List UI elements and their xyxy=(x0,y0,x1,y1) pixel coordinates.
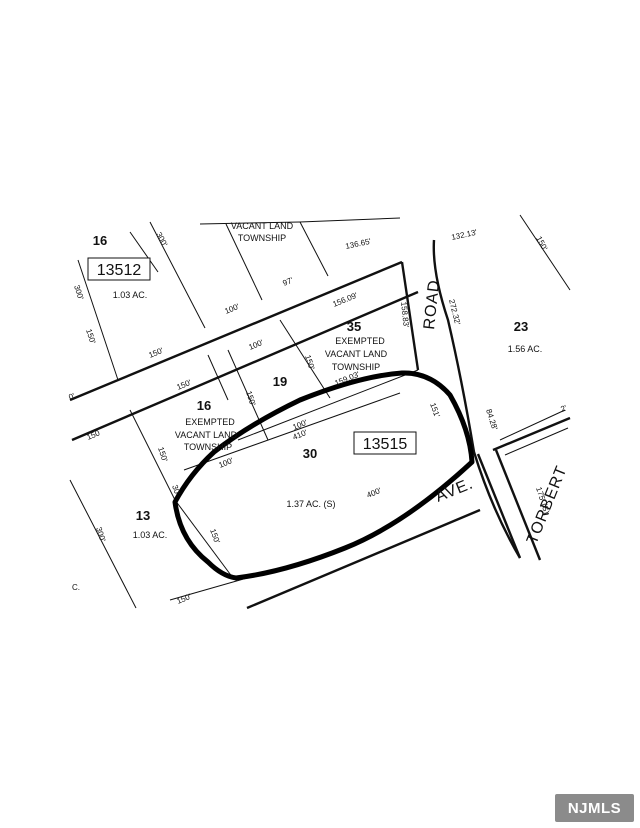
top-note: TOWNSHIP xyxy=(238,233,286,243)
road-east-curve xyxy=(432,239,522,559)
dimension-label: 300' xyxy=(154,231,169,249)
lot-number: 30 xyxy=(303,446,317,461)
lot-number: 35 xyxy=(347,319,361,334)
road-edge-north-right xyxy=(71,290,419,442)
block-13512: 13512 xyxy=(97,262,142,279)
road-label: ROAD xyxy=(421,279,443,331)
lot-note: TOWNSHIP xyxy=(332,362,380,372)
lot-acreage: 1.56 AC. xyxy=(508,344,543,354)
torbert-cross-edge xyxy=(492,416,571,452)
dimension-label: 0' xyxy=(67,391,76,402)
dimension-label: 150' xyxy=(156,446,169,463)
lot-note: TOWNSHIP xyxy=(184,442,232,452)
lot-number: 16 xyxy=(197,398,211,413)
njmls-logo: NJMLS xyxy=(555,794,634,822)
dimension-label: 2' xyxy=(559,403,568,414)
lot-line xyxy=(183,392,401,471)
ave-south-edge xyxy=(246,508,481,610)
lot-line xyxy=(149,221,206,329)
dimension-label: 400' xyxy=(365,486,383,500)
lot-line xyxy=(499,409,566,441)
lot-acreage: 1.03 AC. xyxy=(113,290,148,300)
dimension-label: 150' xyxy=(208,528,222,546)
dimension-label: 84.28' xyxy=(484,408,499,432)
lot-line xyxy=(169,577,248,601)
lot-line xyxy=(299,217,401,223)
lot-acreage: 1.37 AC. (S) xyxy=(286,499,335,509)
subject-parcel-outline xyxy=(172,370,475,581)
road-edges xyxy=(69,239,571,610)
lot-note: EXEMPTED xyxy=(335,336,385,346)
lot-line xyxy=(77,259,119,381)
lot-line xyxy=(227,349,269,441)
lot-note: EXEMPTED xyxy=(185,417,235,427)
dimension-label: 30' xyxy=(170,484,182,497)
torbert-east-edge xyxy=(494,449,542,561)
lot-number: 19 xyxy=(273,374,287,389)
dimension-label: 100' xyxy=(223,302,241,316)
dimension-label: 150' xyxy=(303,354,316,371)
block-13515: 13515 xyxy=(363,436,408,453)
road-edge-north-left xyxy=(69,260,403,402)
dimension-label: 100' xyxy=(247,338,265,352)
lot-line xyxy=(279,319,331,399)
lot-note: VACANT LAND xyxy=(325,349,388,359)
dimension-label: 158.83' xyxy=(399,301,411,328)
lot-line xyxy=(225,223,263,301)
lot-note: VACANT LAND xyxy=(175,430,238,440)
lot-line xyxy=(504,427,569,456)
lot-lines xyxy=(69,214,571,609)
lot-number: 13 xyxy=(136,508,150,523)
lot-line xyxy=(129,409,176,501)
dimension-label: 300' xyxy=(94,526,107,543)
dimension-label: 156.09' xyxy=(331,291,359,309)
dimension-label: 100' xyxy=(217,456,235,470)
top-note: VACANT LAND xyxy=(231,221,294,231)
lot-line xyxy=(199,221,301,225)
dimension-label: 150' xyxy=(534,235,549,253)
dimension-label: 150 xyxy=(85,428,101,442)
dimension-label: 97' xyxy=(281,275,294,287)
road-west-edge xyxy=(400,261,420,371)
lot-line xyxy=(174,499,234,579)
dimension-label: 151' xyxy=(428,402,442,420)
lot-number: 23 xyxy=(514,319,528,334)
dimension-label: 150' xyxy=(147,346,165,360)
logo-text: NJMLS xyxy=(567,799,622,817)
torbert-west-edge xyxy=(476,453,522,559)
dimension-label: 150' xyxy=(84,328,97,345)
block-box-13515 xyxy=(353,431,417,455)
lot-line xyxy=(207,354,229,401)
block-box-13512 xyxy=(87,257,151,281)
lot-line xyxy=(69,479,137,609)
dimension-label: 150' xyxy=(244,390,257,407)
lot-line xyxy=(519,214,571,291)
dimension-label: 136.65' xyxy=(345,237,373,251)
lot-line xyxy=(237,369,419,441)
dimension-label: 132.13' xyxy=(451,228,479,242)
dimension-label: C. xyxy=(72,583,80,592)
lot-line xyxy=(299,221,329,277)
lot-line xyxy=(129,231,159,273)
dimension-label: 300' xyxy=(72,284,85,301)
lot-number: 16 xyxy=(93,233,107,248)
lot-acreage: 1.03 AC. xyxy=(133,530,168,540)
dimension-labels: 136.65' 97' 300' 100' 156.09' 150' 300' … xyxy=(67,228,568,606)
